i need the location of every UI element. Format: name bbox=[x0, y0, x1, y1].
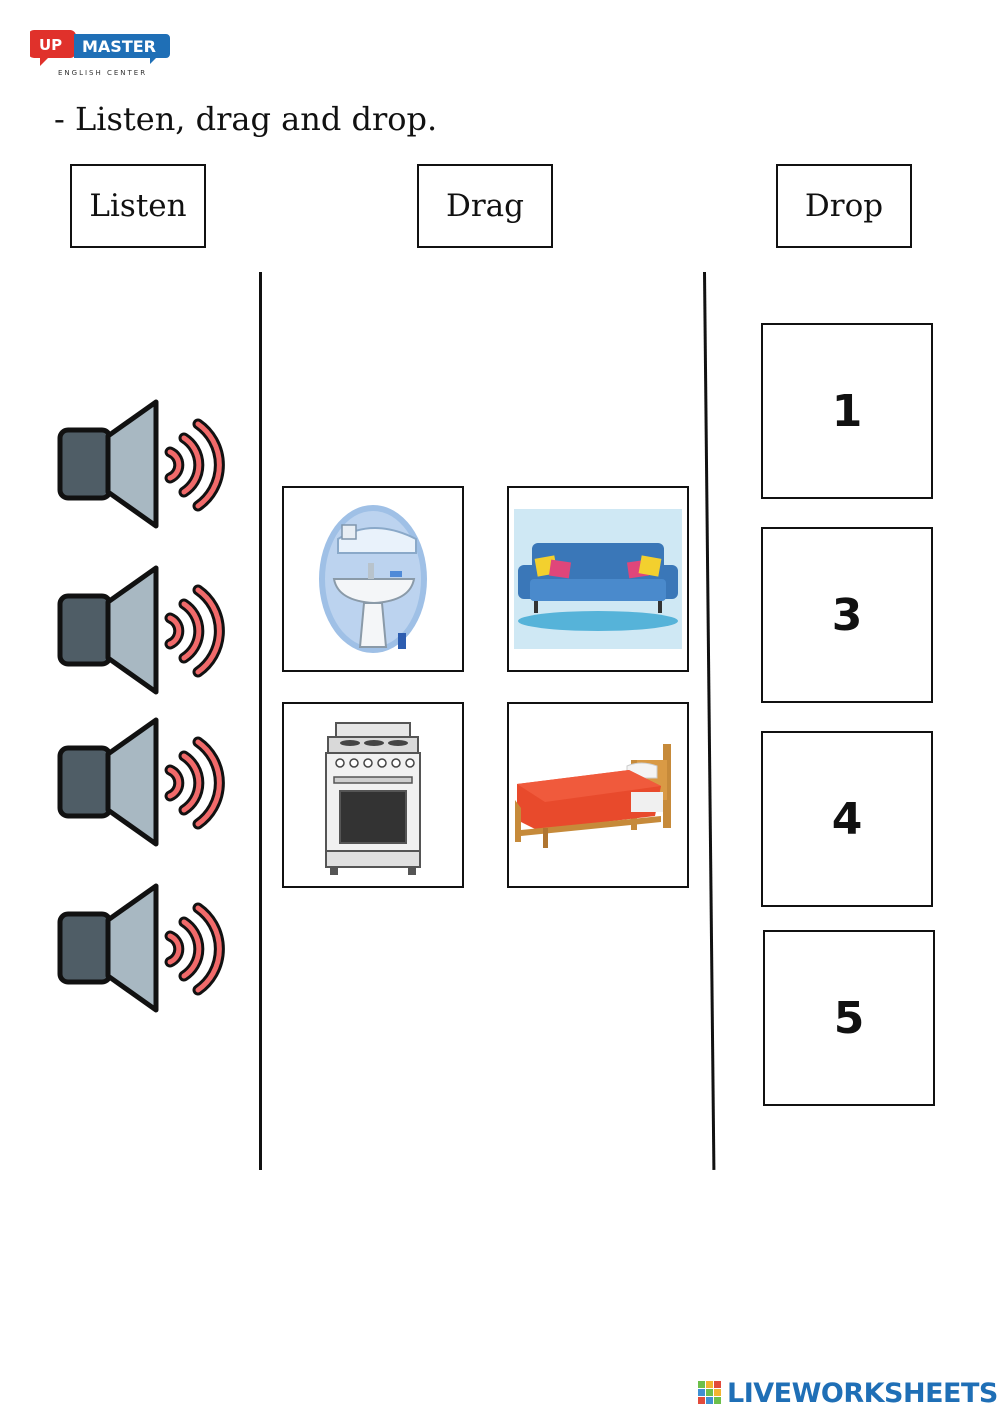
speaker-2-button[interactable] bbox=[56, 562, 228, 698]
sink-image bbox=[319, 505, 427, 653]
header-drag: Drag bbox=[417, 164, 553, 248]
header-listen: Listen bbox=[70, 164, 206, 248]
speaker-3-button[interactable] bbox=[56, 714, 228, 850]
up-master-logo: UP MASTER ENGLISH CENTER bbox=[30, 26, 180, 82]
speaker-icon bbox=[57, 399, 225, 529]
column-divider-left bbox=[259, 272, 262, 1170]
drop-box-3[interactable]: 3 bbox=[761, 527, 933, 703]
stove-image bbox=[325, 722, 421, 875]
drop-box-4[interactable]: 4 bbox=[761, 731, 933, 907]
instruction-text: - Listen, drag and drop. bbox=[54, 100, 438, 138]
liveworksheets-logo-icon bbox=[698, 1381, 721, 1404]
liveworksheets-text: LIVEWORKSHEETS bbox=[727, 1377, 998, 1409]
drag-card-sofa[interactable] bbox=[507, 486, 689, 672]
drag-card-stove[interactable] bbox=[282, 702, 464, 888]
drag-card-sink[interactable] bbox=[282, 486, 464, 672]
speaker-4-button[interactable] bbox=[56, 880, 228, 1016]
drop-box-5[interactable]: 5 bbox=[763, 930, 935, 1106]
speaker-icon bbox=[57, 717, 225, 847]
logo-name-text: MASTER bbox=[82, 37, 156, 56]
speaker-icon bbox=[57, 883, 225, 1013]
drop-box-1[interactable]: 1 bbox=[761, 323, 933, 499]
sofa-image bbox=[514, 509, 682, 649]
logo-subtitle: ENGLISH CENTER bbox=[58, 69, 148, 77]
speaker-1-button[interactable] bbox=[56, 396, 228, 532]
liveworksheets-brand: LIVEWORKSHEETS bbox=[697, 1376, 998, 1410]
header-drop: Drop bbox=[776, 164, 912, 248]
drag-card-bed[interactable] bbox=[507, 702, 689, 888]
speaker-icon bbox=[57, 565, 225, 695]
logo-badge-text: UP bbox=[39, 36, 62, 54]
column-divider-right bbox=[703, 271, 716, 1170]
bed-image bbox=[515, 744, 671, 848]
